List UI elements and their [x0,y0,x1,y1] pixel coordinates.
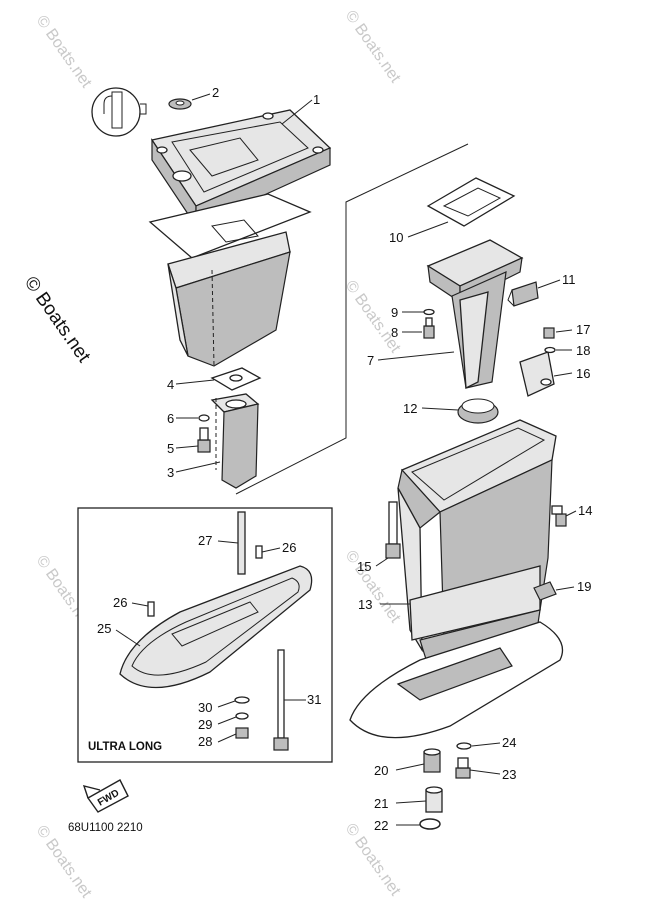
washer-6 [198,414,210,422]
callout-23: 23 [502,767,516,782]
callout-16: 16 [576,366,590,381]
callout-29: 29 [198,717,212,732]
washer-24 [456,742,472,750]
callout-31: 31 [307,692,321,707]
callout-28: 28 [198,734,212,749]
watermark-text: © Boats.net [33,823,95,902]
upper-gasket [148,193,312,259]
bolt-5 [197,427,211,453]
callout-19: 19 [577,579,591,594]
callout-13: 13 [358,597,372,612]
plug-20 [423,748,441,773]
callout-24: 24 [502,735,516,750]
gasket-4 [210,367,262,391]
bush-21 [425,786,443,813]
damper-11 [507,281,539,307]
inset-label: ULTRA LONG [88,741,162,753]
watermark-text: © Boats.net [342,548,404,627]
bolt-14 [551,505,567,527]
callout-26-left: 26 [113,595,127,610]
watermark-text: © Boats.net [33,13,95,92]
callout-22: 22 [374,818,388,833]
fwd-arrow: FWD [82,779,129,813]
bracket-16 [519,351,555,397]
assembly-outline [235,143,469,495]
callout-12: 12 [403,401,417,416]
ring-22 [419,818,441,830]
bolt-15 [385,501,401,559]
callout-27: 27 [198,533,212,548]
anode-19 [533,581,557,601]
ultra-long-inset: ULTRA LONG [77,507,333,763]
leader-lines [115,93,577,826]
callout-17: 17 [576,322,590,337]
detail-circle [91,87,192,137]
exhaust-manifold-7 [426,239,524,390]
cavitation-plate [349,621,564,739]
callout-11: 11 [562,272,576,287]
exhaust-tube-3 [210,393,260,489]
callout-14: 14 [578,503,592,518]
bolt-8 [423,317,435,339]
diagram-code: 68U1100 2210 [68,822,143,834]
callout-30: 30 [198,700,212,715]
callout-15: 15 [357,559,371,574]
washer-18 [544,346,556,354]
callout-5: 5 [167,441,174,456]
callout-1: 1 [313,92,320,107]
seal-12 [457,398,499,424]
callout-4: 4 [167,377,174,392]
callout-18: 18 [576,343,590,358]
gasket-10 [426,177,516,227]
watermark-text: © Boats.net [342,821,404,900]
watermark-text: © Boats.net [342,8,404,87]
callout-25: 25 [97,621,111,636]
callout-21: 21 [374,796,388,811]
washer-9 [423,308,435,316]
callout-layer: 1 2 3 4 5 6 7 8 9 10 11 12 13 14 15 16 1… [97,85,592,833]
callout-2: 2 [212,85,219,100]
callout-8: 8 [391,325,398,340]
callout-3: 3 [167,465,174,480]
callout-6: 6 [167,411,174,426]
callout-20: 20 [374,763,388,778]
bolt-23 [455,757,471,779]
watermark-main: © Boats.net [20,273,95,367]
callout-9: 9 [391,305,398,320]
callout-7: 7 [367,353,374,368]
callout-10: 10 [389,230,403,245]
oil-pan [167,231,291,367]
bolt-17 [543,327,555,339]
callout-26-right: 26 [282,540,296,555]
